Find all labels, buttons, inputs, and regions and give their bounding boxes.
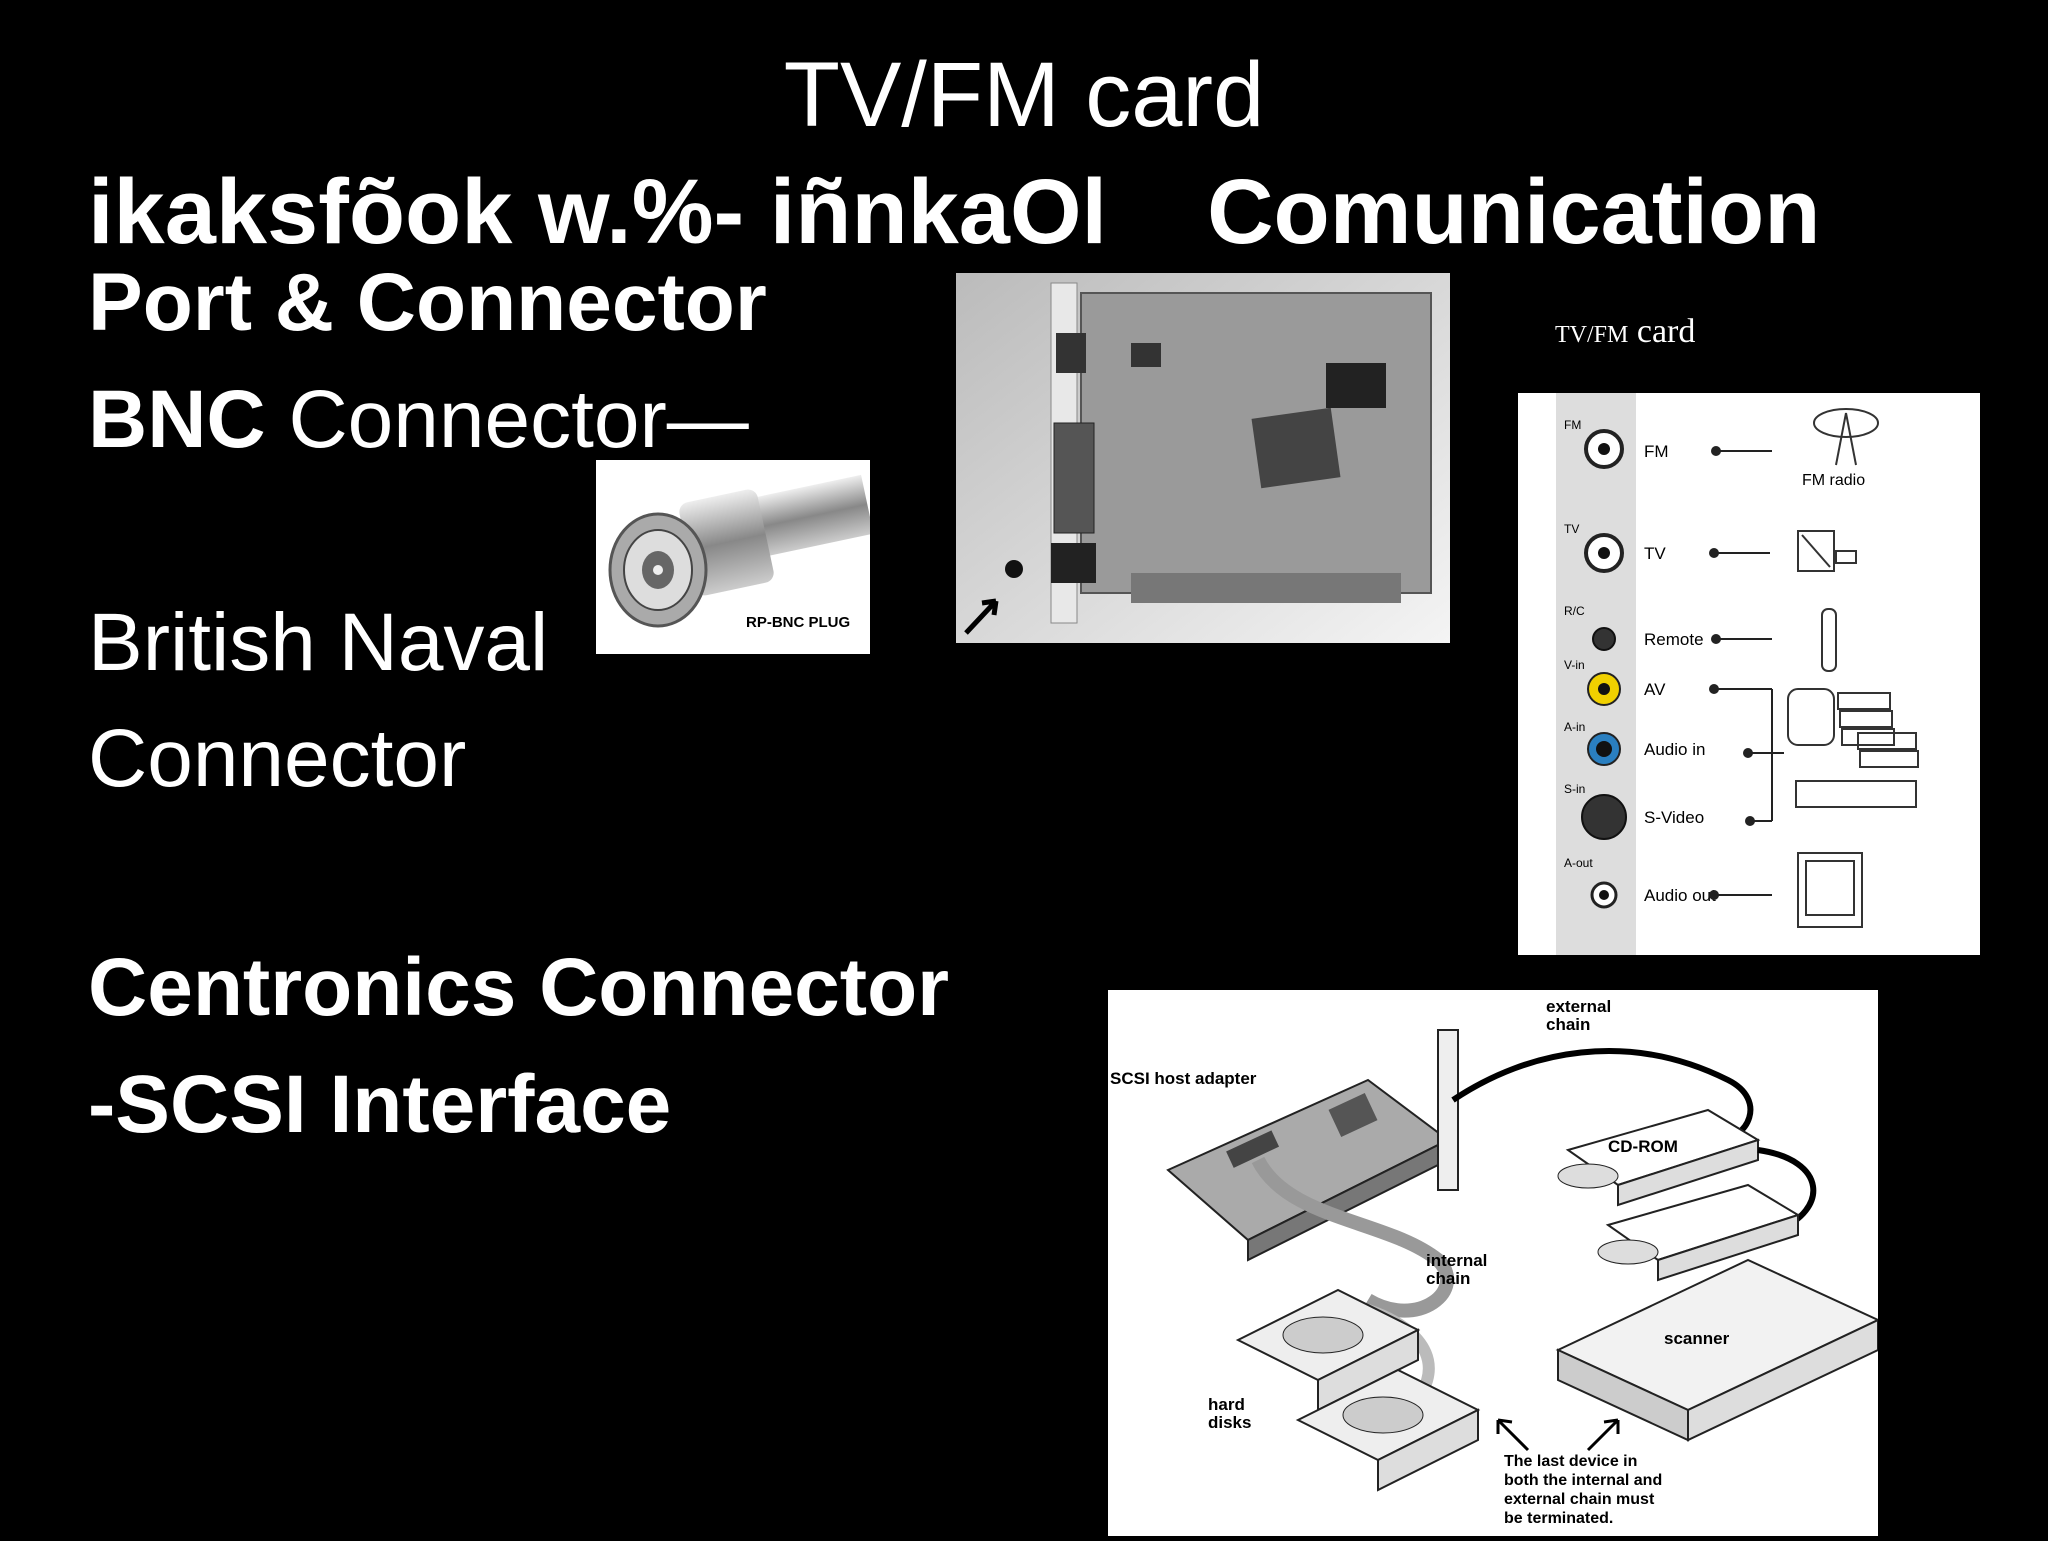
label-audio-in: Audio in: [1644, 740, 1705, 759]
bnc-rest: Connector—: [265, 374, 749, 465]
scsi-cdrom-label: CD-ROM: [1608, 1137, 1678, 1156]
scsi-note-2: both the internal and: [1504, 1472, 1662, 1489]
scsi-host-adapter-label: SCSI host adapter: [1110, 1069, 1257, 1088]
scsi-external-chain-1: external: [1546, 997, 1611, 1016]
port-label-tv: TV: [1564, 522, 1579, 536]
label-fm-radio: FM radio: [1802, 472, 1865, 489]
bnc-plug-label: RP-BNC PLUG: [746, 614, 850, 631]
label-audio-out: Audio out: [1644, 886, 1716, 905]
subtitle-english: Comunication: [1207, 161, 1821, 263]
scsi-hard-disks-2: disks: [1208, 1413, 1251, 1432]
scsi-internal-chain-1: internal: [1426, 1251, 1487, 1270]
label-fm: FM: [1644, 442, 1669, 461]
british-naval-line-1: British Naval: [88, 597, 549, 688]
subtitle-sinhala: ikaksfõok w.%- iñnkaOl: [88, 161, 1108, 263]
port-label-vin: V-in: [1564, 658, 1585, 672]
scsi-diagram: external chain SCSI host adapter CD-ROM …: [1108, 990, 1881, 1536]
scsi-note-4: be terminated.: [1504, 1510, 1613, 1527]
bnc-plug-illustration: RP-BNC PLUG: [608, 474, 874, 631]
bnc-line: BNC Connector—: [88, 375, 749, 465]
scsi-heading: -SCSI Interface: [88, 1059, 672, 1150]
scsi-internal-chain-2: chain: [1426, 1269, 1470, 1288]
scsi-diagram-svg: external chain SCSI host adapter CD-ROM …: [1110, 997, 1881, 1527]
tvfm-diagram-svg: FM TV R/C V-in A-in S-in A-out FM TV Rem…: [1556, 393, 1919, 955]
scsi-note-3: external chain must: [1504, 1491, 1655, 1508]
scsi-hard-disks-1: hard: [1208, 1395, 1245, 1414]
slide-title: TV/FM card: [783, 44, 1265, 146]
bnc-bold: BNC: [88, 374, 266, 465]
port-label-ain: A-in: [1564, 720, 1585, 734]
scsi-scanner-label: scanner: [1664, 1329, 1730, 1348]
label-s-video: S-Video: [1644, 808, 1704, 827]
scsi-note-1: The last device in: [1504, 1453, 1637, 1470]
network-card-illustration: [956, 273, 1450, 643]
label-av: AV: [1644, 680, 1666, 699]
network-card-image: [956, 273, 1450, 643]
port-label-fm: FM: [1564, 418, 1581, 432]
slide-subtitle: ikaksfõok w.%- iñnkaOl Comunication: [88, 162, 1880, 262]
label-tv: TV: [1644, 544, 1666, 563]
centronics-heading: Centronics Connector: [88, 942, 950, 1033]
tvfm-caption: TV/FM card: [1555, 312, 1695, 355]
label-remote: Remote: [1644, 630, 1704, 649]
tvfm-caption-small: TV/FM: [1555, 322, 1629, 348]
port-connector-heading: Port & Connector: [88, 257, 767, 348]
scsi-external-chain-2: chain: [1546, 1015, 1590, 1034]
british-naval-line-2: Connector: [88, 713, 467, 804]
port-label-sin: S-in: [1564, 782, 1585, 796]
bnc-plug-image: RP-BNC PLUG: [596, 460, 874, 654]
tvfm-caption-large: card: [1636, 313, 1696, 350]
port-label-aout: A-out: [1564, 856, 1593, 870]
port-label-rc: R/C: [1564, 604, 1585, 618]
tvfm-diagram: FM TV R/C V-in A-in S-in A-out FM TV Rem…: [1518, 393, 1980, 955]
